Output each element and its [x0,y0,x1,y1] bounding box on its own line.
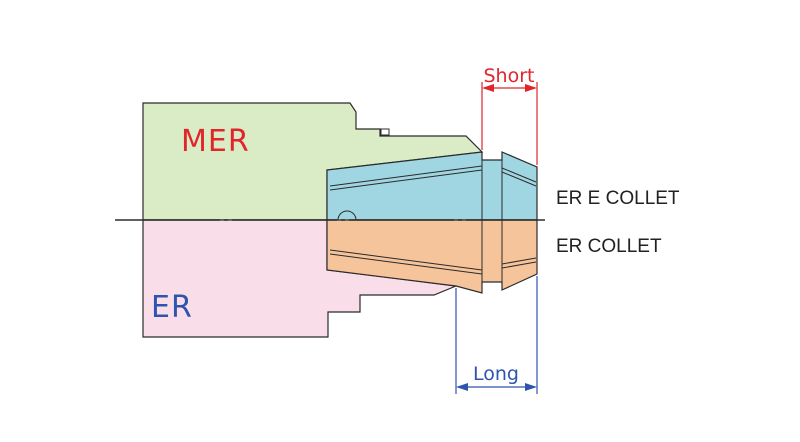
short-label: Short [484,65,535,87]
er-collet-slot-2 [329,253,483,275]
mer-label: MER [181,124,250,159]
er-collet [326,219,538,294]
er-e-collet-label: ER E COLLET [556,188,680,209]
er-e-collet-slot-2 [329,169,483,191]
er-collet-label: ER COLLET [556,236,662,257]
long-label: Long [473,363,519,385]
long-dimension [455,276,538,394]
er-e-collet-slot-1 [329,165,483,187]
er-collet-nose-slot-2 [501,261,537,269]
short-dimension [481,82,538,165]
er-e-collet-arc [337,210,357,221]
er-label: ER [151,290,193,325]
mer-slot [380,128,390,136]
er-collet-slot-1 [329,249,483,271]
er-e-collet-nose-slot-1 [501,167,537,183]
er-e-collet-nose-slot-2 [501,171,537,187]
er-collet-nose-slot-1 [501,257,537,265]
